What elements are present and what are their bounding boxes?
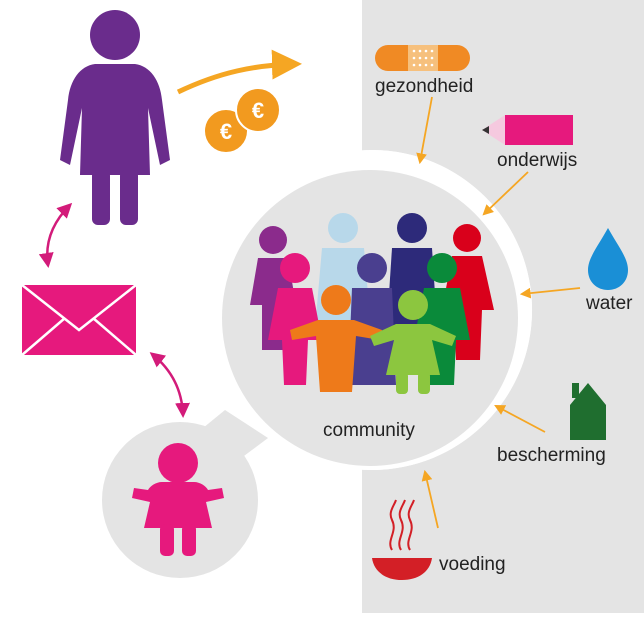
group-of-people-icon (250, 213, 494, 394)
envelope-icon (21, 284, 137, 356)
pencil-icon (482, 115, 573, 145)
house-icon (570, 383, 606, 440)
water-drop-icon (588, 228, 628, 290)
woman-figure-icon (60, 10, 170, 225)
label-gezondheid: gezondheid (375, 76, 474, 97)
label-bescherming: bescherming (497, 445, 606, 466)
coin-2-symbol: € (252, 98, 264, 123)
euro-coins-icon: € € (203, 87, 281, 154)
child-figure-icon (132, 443, 224, 556)
water-arrow (519, 287, 581, 299)
label-onderwijs: onderwijs (497, 150, 578, 171)
food-arrow (421, 469, 439, 529)
education-arrow (482, 171, 529, 216)
protection-arrow (494, 404, 546, 433)
money-arrow (176, 49, 302, 95)
steaming-bowl-icon (372, 499, 432, 580)
sponsor-letter-arrow (38, 202, 73, 268)
label-community: community (323, 420, 415, 441)
label-voeding: voeding (439, 554, 506, 575)
health-arrow (416, 96, 433, 165)
bandage-icon (375, 45, 470, 71)
label-water: water (586, 293, 633, 314)
coin-1-symbol: € (220, 119, 232, 144)
letter-child-arrow (149, 352, 191, 418)
